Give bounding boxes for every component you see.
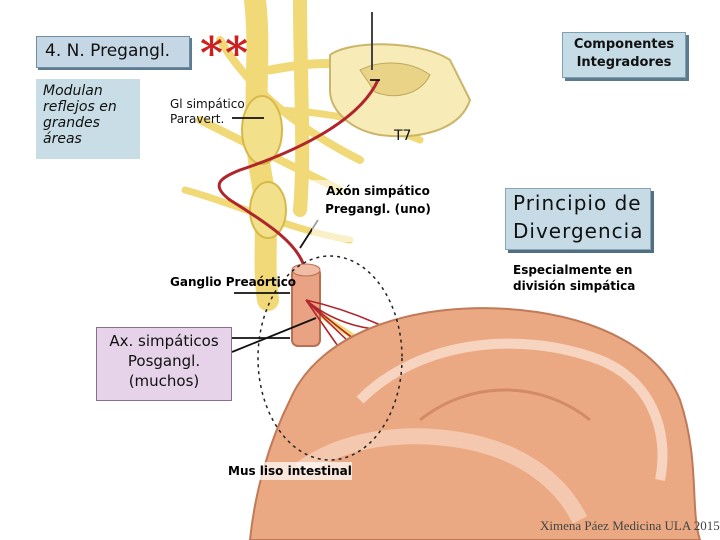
paravertebral-ganglion [249, 181, 287, 239]
axon-label-box: Axón simpático Pregangl. (uno) [312, 180, 444, 242]
axon-label: Axón simpático Pregangl. (uno) [325, 184, 431, 216]
principle-label: Principio de Divergencia [513, 191, 644, 243]
preaortic-ganglion [291, 263, 321, 347]
ganglio-label: Ganglio Preaórtico [170, 275, 297, 289]
divergence-circle [257, 255, 403, 461]
postganglionic-box: Ax. simpáticos Posgangl. (muchos) [96, 327, 232, 401]
title-box: 4. N. Pregangl. [36, 36, 190, 68]
muscle-label: Mus liso intestinal [228, 462, 352, 480]
spinal-cord-segment [329, 12, 472, 138]
components-label: Componentes Integradores [573, 37, 675, 70]
pointer-lines [231, 79, 380, 353]
segment-label: T7 [394, 128, 412, 144]
gl-simpatico-label: Gl simpático Paravert. [170, 97, 245, 126]
credit-text: Ximena Páez Medicina ULA 2015 [540, 518, 720, 533]
asterisk-mark: ** [200, 28, 251, 79]
postganglionic-label: Ax. simpáticos Posgangl. (muchos) [109, 332, 219, 390]
components-box: Componentes Integradores [562, 32, 686, 78]
paravertebral-ganglion [241, 95, 283, 165]
especially-label: Especialmente en división simpática [513, 263, 636, 293]
divergence-box: Principio de Divergencia [505, 188, 651, 250]
intestine [248, 307, 702, 540]
note-box: Modulan reflejos en grandes áreas [36, 79, 140, 159]
note-text: Modulan reflejos en grandes áreas [43, 83, 117, 147]
slide-title: 4. N. Pregangl. [45, 41, 171, 61]
preganglionic-axon [217, 79, 380, 271]
